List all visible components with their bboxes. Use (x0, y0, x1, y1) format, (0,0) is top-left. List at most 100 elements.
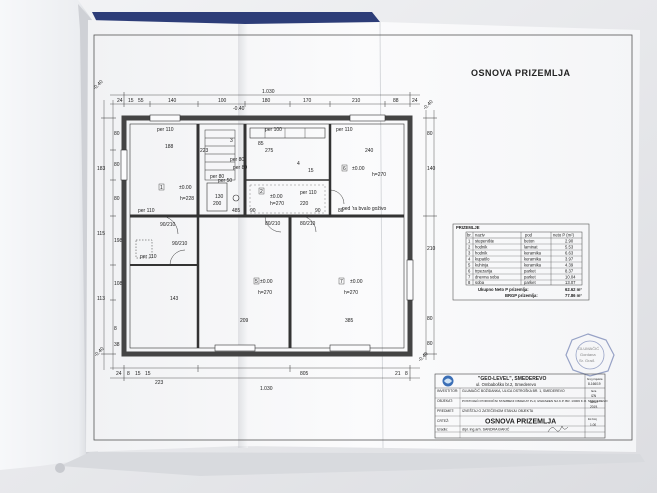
svg-text:keramika: keramika (524, 263, 542, 268)
dim-top: 24 (412, 98, 418, 104)
tb-right: faza (591, 389, 597, 393)
tb-right: datum (590, 400, 598, 404)
room-label: 5 ±0.00 h=270 (253, 277, 273, 296)
door-swing (329, 189, 345, 205)
room-label: 7 ±0.00 h=270 (338, 277, 363, 296)
svg-text:parket: parket (524, 269, 536, 274)
opening-label: per 100 (265, 127, 282, 133)
room-label: 3 (230, 138, 233, 144)
tb-right: 1.00 (590, 423, 596, 427)
svg-text:h=270: h=270 (258, 290, 272, 296)
table-header: naziv (475, 233, 486, 238)
dim-left: 38 (114, 342, 120, 348)
door-label: 90/210 (172, 241, 188, 247)
drawing-frame (93, 34, 633, 441)
svg-text:10.04: 10.04 (565, 275, 576, 280)
dim-inner: 188 (165, 144, 174, 150)
door-label: 90/210 (160, 222, 176, 228)
dim-inner: 200 (213, 201, 222, 207)
svg-text:stepenište: stepenište (475, 239, 495, 244)
dim-right: 80 (427, 316, 433, 322)
sheet-title: OSNOVA PRIZEMLJA (471, 68, 571, 78)
opening-label: per 110 (138, 208, 155, 214)
outer-wall (121, 115, 413, 357)
stairs (204, 129, 236, 181)
outer-wall-inner-line (129, 123, 405, 349)
window (149, 114, 181, 122)
window (120, 149, 128, 181)
author-label: Izradio: (437, 428, 448, 432)
svg-text:h=270: h=270 (270, 201, 284, 207)
dim-left: 80 (114, 196, 120, 202)
tb-right: 8-166/19 (588, 382, 601, 386)
svg-text:GLUMAČIĆ: GLUMAČIĆ (578, 346, 599, 351)
sheet-label: CRTEŽ: (437, 418, 449, 423)
dim-top: 170 (303, 98, 312, 104)
author-value: dipl. ing.arh. SANDRA ĐAKIĆ (462, 427, 510, 432)
company-name: "GEO-LEVEL", SMEDEREVO (478, 376, 546, 382)
svg-text:6.63: 6.63 (565, 251, 574, 256)
door-label: 80/210 (300, 221, 316, 227)
dim-bottom: 8 (127, 371, 130, 377)
dim-right: 80 (427, 341, 433, 347)
dimension-lines (103, 94, 435, 379)
dim-left: 113 (97, 296, 105, 302)
official-stamp: GLUMAČIĆ Gordana Sr. Građ. (565, 333, 615, 377)
dim-top: 100 (218, 98, 227, 104)
table-total-bruto-value: 77.86 m² (565, 293, 582, 298)
table-header: br. (467, 233, 472, 238)
investor-value: GLUMAČIĆ BOŽIDANKA, ULICA OSTROŠKA BR. 1… (462, 388, 565, 393)
window (329, 344, 371, 352)
dimension-ticks (101, 92, 437, 381)
dim-top: 15 (128, 98, 134, 104)
dim-bottom: 8 (405, 371, 408, 377)
dim-left: 115 (97, 231, 105, 237)
svg-text:±0.00: ±0.00 (270, 194, 283, 200)
svg-text:2: 2 (260, 189, 263, 195)
dim-top: 88 (393, 98, 399, 104)
dim-top: 24 (117, 98, 123, 104)
bathtub (206, 182, 228, 212)
svg-text:3.97: 3.97 (565, 257, 574, 262)
table-total-neto-value: 62.62 m² (565, 287, 582, 292)
dim-top: 210 (352, 98, 361, 104)
table-header: pod (525, 233, 533, 238)
svg-text:kupatilo: kupatilo (475, 257, 490, 262)
table-row: 6 trpezarija parket 8.37 (468, 269, 574, 274)
table-row: 4 kupatilo keramika 3.97 (468, 257, 574, 262)
table-total-neto-label: Ukupno Neto P prizemlja: (478, 287, 529, 292)
drawing-sheet (86, 20, 640, 452)
dim-inner: 143 (170, 296, 179, 302)
room-label: 2 ±0.00 h=270 (258, 187, 284, 207)
svg-text:5.53: 5.53 (565, 245, 574, 250)
hall-tiles (249, 184, 326, 214)
svg-text:h=270: h=270 (344, 290, 358, 296)
window (214, 344, 256, 352)
dim-left: 108 (114, 281, 123, 287)
wc (232, 194, 240, 202)
svg-text:±0.00: ±0.00 (260, 279, 273, 285)
svg-text:13.07: 13.07 (565, 280, 576, 285)
door-label: 80/210 (265, 221, 281, 227)
table-total-bruto-label: BRGP prizemlja: (505, 293, 538, 298)
window (406, 259, 414, 301)
tb-right: list broj (588, 417, 597, 421)
company-address: ul. Ombaboško br.2, Smederevo (476, 382, 537, 387)
room-label: 6 ±0.00 h=270 (341, 164, 386, 178)
dim-top: 140 (168, 98, 177, 104)
dim-inner: 240 (365, 148, 374, 154)
table-row: 7 dnevna soba parket 10.04 (468, 275, 576, 280)
svg-text:kuhinja: kuhinja (475, 263, 489, 268)
svg-text:5: 5 (255, 279, 258, 285)
table-row: 3 hodnik keramika 6.63 (468, 251, 574, 256)
svg-text:keramika: keramika (524, 251, 542, 256)
opening-label: per 110 (157, 127, 174, 133)
level-mark: -0.40 (233, 106, 245, 112)
dim-top-total: 1.030 (262, 89, 275, 95)
dim-top: 180 (262, 98, 271, 104)
signature (547, 425, 569, 433)
table-row: 1 stepenište beton 2.90 (468, 239, 574, 244)
dim-inner: 130 (215, 194, 224, 200)
svg-text:keramika: keramika (524, 257, 542, 262)
room-label: 4 (297, 161, 300, 167)
